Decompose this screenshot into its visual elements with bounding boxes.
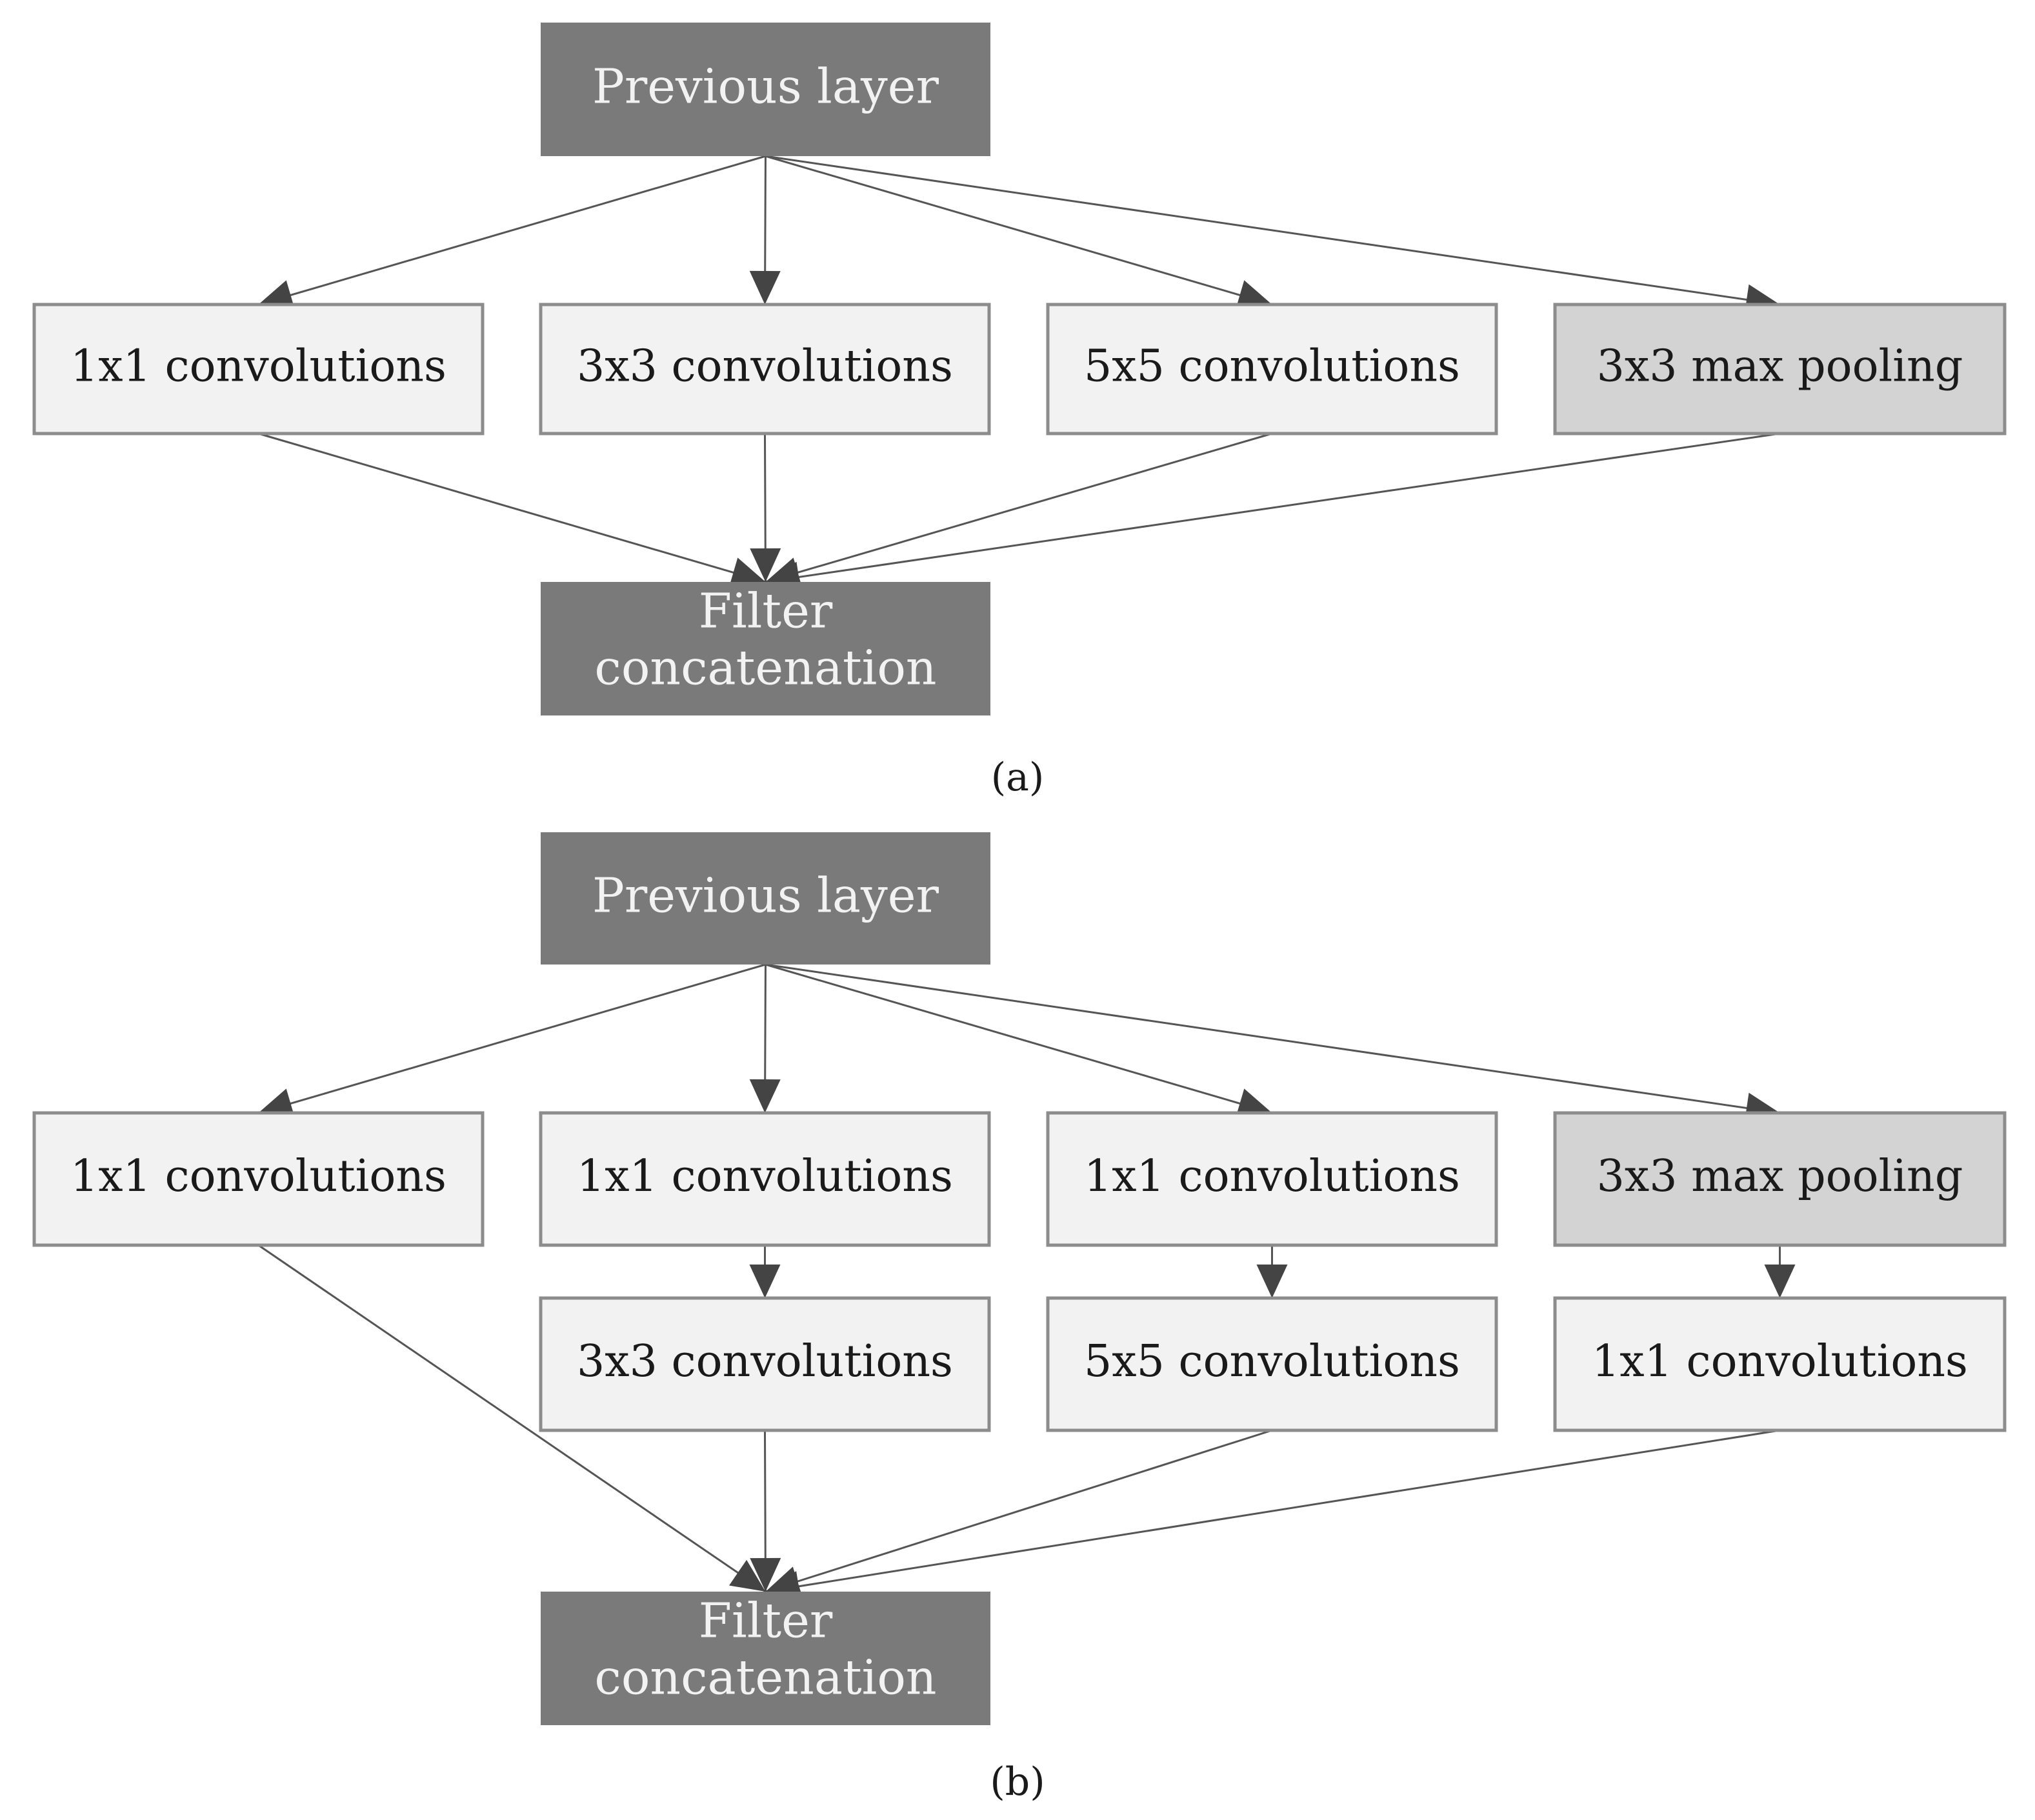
node-label: 5x5 convolutions: [1084, 341, 1460, 392]
node-c1: 1x1 convolutions: [32, 303, 485, 435]
node-box: [1553, 1111, 2007, 1247]
node-box: [1553, 1296, 2007, 1432]
panel-caption: (a): [991, 755, 1045, 800]
node-label: 5x5 convolutions: [1084, 1336, 1460, 1387]
node-box: [541, 1592, 990, 1725]
edge-prev-to-b1: [258, 963, 766, 1114]
captions-layer: (a) (b): [990, 755, 1045, 1805]
node-prev: Previous layer: [541, 832, 990, 965]
node-prev: Previous layer: [541, 23, 990, 156]
node-box: [539, 1296, 991, 1432]
node-c3: 3x3 convolutions: [539, 303, 991, 435]
node-box: [539, 303, 991, 435]
arrowhead-prev-to-c3: [749, 270, 781, 305]
edge-pp-to-cat: [765, 1429, 1780, 1593]
node-box: [539, 1111, 991, 1247]
nodes-layer: Previous layer 1x1 convolutions 3x3 convol…: [32, 23, 2007, 1725]
panel-caption: (b): [990, 1759, 1045, 1805]
edge-c5-to-cat: [765, 1429, 1272, 1593]
arrowhead-prev-to-r5: [1235, 1088, 1272, 1119]
node-label: 3x3 convolutions: [577, 1336, 953, 1387]
arrowhead-prev-to-b1: [258, 1088, 296, 1119]
node-box: [1046, 1111, 1498, 1247]
node-c3: 3x3 convolutions: [539, 1296, 991, 1432]
arrowhead-r3-to-c3: [749, 1265, 781, 1298]
arrowhead-prev-to-c5: [1235, 280, 1272, 310]
node-box: [1553, 303, 2007, 435]
node-c5: 5x5 convolutions: [1046, 1296, 1498, 1432]
node-box: [1046, 303, 1498, 435]
node-r5: 1x1 convolutions: [1046, 1111, 1498, 1247]
node-box: [1046, 1296, 1498, 1432]
arrowhead-c3-to-cat: [750, 548, 781, 582]
node-label: 3x3 convolutions: [577, 341, 953, 392]
node-label-line: Filter: [699, 1594, 833, 1649]
node-label: Previous layer: [592, 59, 939, 115]
node-label: Previous layer: [592, 868, 939, 924]
edge-prev-to-r5: [765, 963, 1272, 1114]
arrowhead-c1-to-cat: [728, 557, 766, 588]
edge-mp-to-cat: [765, 432, 1780, 583]
edge-prev-to-c5: [765, 155, 1272, 306]
node-label-line: Filter: [699, 584, 833, 639]
node-mp: 3x3 max pooling: [1553, 1111, 2007, 1247]
edge-prev-to-c1: [258, 155, 766, 306]
node-box: [541, 23, 990, 156]
node-b1: 1x1 convolutions: [32, 1111, 485, 1247]
node-label-line: concatenation: [594, 1650, 936, 1706]
node-label: 1x1 convolutions: [70, 341, 446, 392]
edge-b1-to-cat: [257, 1244, 767, 1593]
node-box: [32, 1111, 485, 1247]
node-r3: 1x1 convolutions: [539, 1111, 991, 1247]
arrowhead-prev-to-c1: [258, 280, 296, 310]
node-mp: 3x3 max pooling: [1553, 303, 2007, 435]
node-box: [32, 303, 485, 435]
edge-prev-to-mp: [765, 963, 1780, 1114]
arrowhead-b1-to-cat: [729, 1559, 766, 1592]
edge-prev-to-mp: [765, 155, 1780, 306]
node-label: 1x1 convolutions: [70, 1151, 446, 1202]
arrowhead-prev-to-r3: [749, 1079, 781, 1113]
arrowhead-mp-to-pp: [1764, 1265, 1796, 1298]
edge-c1-to-cat: [258, 432, 766, 583]
arrowhead-r5-to-c5: [1256, 1265, 1288, 1298]
edge-c5-to-cat: [765, 432, 1272, 583]
node-label: 1x1 convolutions: [577, 1151, 953, 1202]
node-label: 3x3 max pooling: [1597, 341, 1963, 392]
node-label-line: concatenation: [594, 641, 936, 696]
node-label: 1x1 convolutions: [1592, 1336, 1968, 1387]
node-box: [541, 582, 990, 715]
node-pp: 1x1 convolutions: [1553, 1296, 2007, 1432]
node-label: 3x3 max pooling: [1597, 1151, 1963, 1202]
node-label: 1x1 convolutions: [1084, 1151, 1460, 1202]
node-box: [541, 832, 990, 965]
arrowhead-c3-to-cat: [750, 1557, 781, 1592]
node-c5: 5x5 convolutions: [1046, 303, 1498, 435]
